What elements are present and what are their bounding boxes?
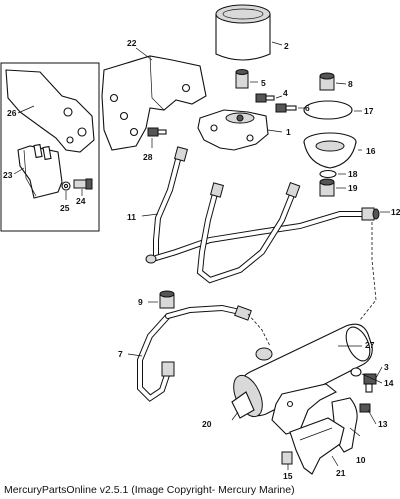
callout-19: 19	[348, 183, 358, 193]
callout-28: 28	[143, 152, 153, 162]
o-ring-14	[350, 367, 362, 377]
callout-16: 16	[366, 146, 376, 156]
callout-23: 23	[3, 170, 13, 180]
copyright-footer: MercuryPartsOnline v2.5.1 (Image Copyrig…	[4, 484, 295, 496]
callout-24: 24	[76, 196, 86, 206]
fuel-line-7	[127, 304, 271, 402]
bolt-3	[363, 373, 377, 393]
callout-22: 22	[127, 38, 137, 48]
fuel-cooler	[231, 323, 373, 421]
callout-labels: 2 22 5 8 26 4 17 6 1 28 16 23 18 19 25 2…	[3, 38, 400, 481]
callout-10: 10	[356, 455, 366, 465]
callout-27: 27	[365, 340, 375, 350]
callout-1: 1	[286, 127, 291, 137]
bolt-28	[147, 127, 167, 148]
callout-6: 6	[305, 103, 310, 113]
fitting-19	[319, 178, 346, 197]
callout-17: 17	[364, 106, 374, 116]
clamp-21	[281, 417, 345, 475]
callout-7: 7	[118, 349, 123, 359]
callout-15: 15	[283, 471, 293, 481]
fuel-line-11	[141, 146, 371, 264]
callout-4: 4	[283, 88, 288, 98]
bolt-4	[255, 93, 283, 103]
fitting-5	[235, 69, 258, 89]
callout-26: 26	[7, 108, 17, 118]
fuel-line-12	[196, 182, 390, 321]
callout-13: 13	[378, 419, 388, 429]
filter-head-bracket	[197, 109, 283, 151]
bolt-6	[275, 103, 304, 113]
fitting-9	[148, 290, 175, 309]
callout-20: 20	[202, 419, 212, 429]
callout-9: 9	[138, 297, 143, 307]
callout-3: 3	[384, 362, 389, 372]
callout-21: 21	[336, 468, 346, 478]
filter-canister	[215, 4, 283, 61]
mounting-bracket	[101, 47, 207, 151]
callout-8: 8	[348, 79, 353, 89]
callout-5: 5	[261, 78, 266, 88]
water-separator-bowl	[303, 132, 362, 169]
callout-14: 14	[384, 378, 394, 388]
callout-18: 18	[348, 169, 358, 179]
o-ring-17	[303, 100, 362, 120]
callout-2: 2	[284, 41, 289, 51]
callout-25: 25	[60, 203, 70, 213]
callout-12: 12	[391, 207, 400, 217]
callout-11: 11	[127, 212, 136, 222]
inset-box	[0, 62, 100, 232]
ring-18	[319, 169, 346, 179]
fitting-8	[319, 72, 347, 91]
